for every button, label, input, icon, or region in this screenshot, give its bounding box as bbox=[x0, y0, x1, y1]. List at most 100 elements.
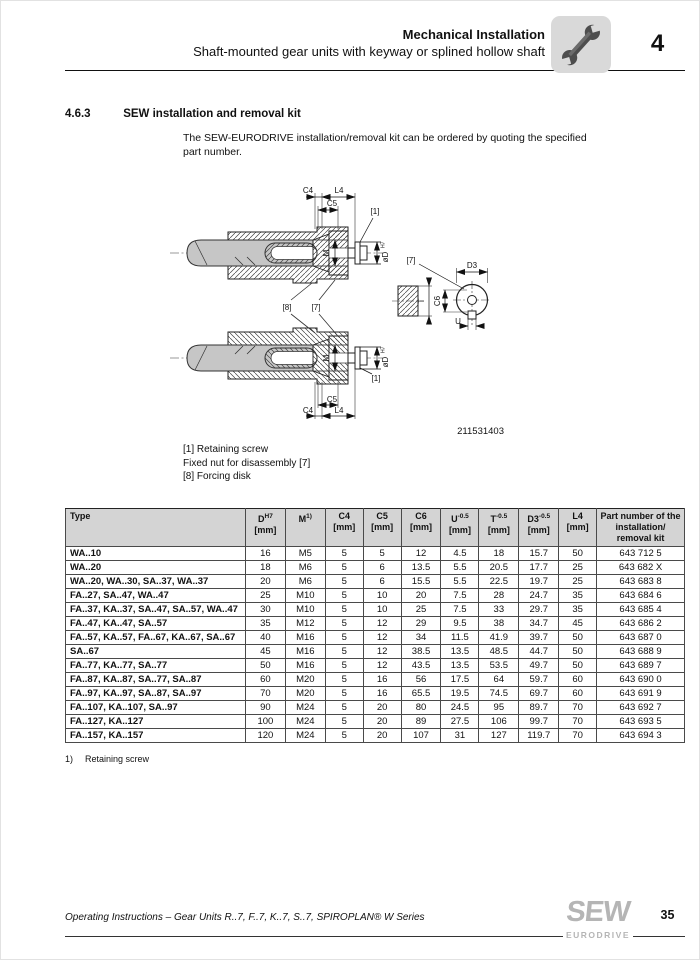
value-cell: 10 bbox=[362, 588, 402, 603]
dim-label-t: T bbox=[417, 298, 426, 303]
value-cell: 16 bbox=[362, 672, 402, 687]
dim-label-diaD: øD bbox=[381, 251, 390, 262]
type-cell: FA..37, KA..37, SA..47, SA..57, WA..47 bbox=[65, 602, 246, 617]
dim-label-c4: C4 bbox=[303, 406, 314, 415]
value-cell: 45 bbox=[244, 644, 286, 659]
value-cell: M10 bbox=[284, 588, 326, 603]
value-cell: 643 712 5 bbox=[596, 546, 685, 561]
value-cell: 643 688 9 bbox=[596, 644, 685, 659]
logo-wordmark: SEW bbox=[564, 896, 632, 928]
value-cell: 25 bbox=[244, 588, 286, 603]
value-cell: 13.5 bbox=[440, 644, 480, 659]
dim-label-m: M bbox=[322, 249, 331, 256]
value-cell: 39.7 bbox=[518, 630, 560, 645]
value-cell: 643 684 6 bbox=[596, 588, 685, 603]
type-cell: FA..47, KA..47, SA..57 bbox=[65, 616, 246, 631]
type-cell: WA..20, WA..30, SA..37, WA..37 bbox=[65, 574, 246, 589]
type-cell: FA..97, KA..97, SA..87, SA..97 bbox=[65, 686, 246, 701]
col-header-d3: D3-0.5[mm] bbox=[518, 508, 560, 547]
technical-drawing: C4 L4 C5 [1] M øD H7 bbox=[169, 186, 491, 419]
section-number: 4.6.3 bbox=[65, 108, 91, 120]
dim-label-l4: L4 bbox=[335, 406, 344, 415]
dim-label-c6: C6 bbox=[433, 295, 442, 306]
value-cell: 60 bbox=[558, 672, 598, 687]
value-cell: 48.5 bbox=[478, 644, 520, 659]
value-cell: 5 bbox=[324, 700, 364, 715]
ref-label-1: [1] bbox=[372, 374, 381, 383]
ref-label-1: [1] bbox=[371, 207, 380, 216]
value-cell: 33 bbox=[478, 602, 520, 617]
value-cell: 65.5 bbox=[400, 686, 442, 701]
value-cell: 34 bbox=[400, 630, 442, 645]
col-header-l4: L4[mm] bbox=[558, 508, 598, 547]
col-header-m: M1) bbox=[284, 508, 326, 547]
value-cell: 50 bbox=[558, 546, 598, 561]
value-cell: 643 692 7 bbox=[596, 700, 685, 715]
footer-rule bbox=[65, 936, 685, 937]
value-cell: M16 bbox=[284, 658, 326, 673]
value-cell: 30 bbox=[244, 602, 286, 617]
value-cell: 20 bbox=[362, 728, 402, 743]
value-cell: 34.7 bbox=[518, 616, 560, 631]
col-header-type: Type bbox=[65, 508, 246, 547]
value-cell: 70 bbox=[558, 728, 598, 743]
dim-label-c5: C5 bbox=[327, 199, 338, 208]
type-cell: WA..20 bbox=[65, 560, 246, 575]
value-cell: 60 bbox=[558, 686, 598, 701]
value-cell: 5 bbox=[324, 560, 364, 575]
value-cell: 643 683 8 bbox=[596, 574, 685, 589]
value-cell: 50 bbox=[244, 658, 286, 673]
value-cell: M24 bbox=[284, 714, 326, 729]
value-cell: 119.7 bbox=[518, 728, 560, 743]
value-cell: 80 bbox=[400, 700, 442, 715]
value-cell: M24 bbox=[284, 700, 326, 715]
col-header-t: T-0.5[mm] bbox=[478, 508, 520, 547]
value-cell: 5 bbox=[324, 714, 364, 729]
value-cell: 20 bbox=[362, 714, 402, 729]
value-cell: 29.7 bbox=[518, 602, 560, 617]
value-cell: 5 bbox=[324, 728, 364, 743]
value-cell: 24.7 bbox=[518, 588, 560, 603]
value-cell: 15.7 bbox=[518, 546, 560, 561]
value-cell: 89.7 bbox=[518, 700, 560, 715]
value-cell: 25 bbox=[558, 560, 598, 575]
value-cell: 19.7 bbox=[518, 574, 560, 589]
value-cell: 7.5 bbox=[440, 602, 480, 617]
value-cell: 60 bbox=[244, 672, 286, 687]
table-footnote: 1)Retaining screw bbox=[65, 754, 149, 764]
type-cell: FA..77, KA..77, SA..77 bbox=[65, 658, 246, 673]
value-cell: 19.5 bbox=[440, 686, 480, 701]
value-cell: M6 bbox=[284, 560, 326, 575]
dim-label-diaD-sup: H7 bbox=[381, 241, 387, 248]
value-cell: 18 bbox=[478, 546, 520, 561]
col-header-c5: C5[mm] bbox=[362, 508, 402, 547]
value-cell: 90 bbox=[244, 700, 286, 715]
type-cell: FA..157, KA..157 bbox=[65, 728, 246, 743]
value-cell: 64 bbox=[478, 672, 520, 687]
value-cell: 15.5 bbox=[400, 574, 442, 589]
value-cell: 106 bbox=[478, 714, 520, 729]
value-cell: 50 bbox=[558, 658, 598, 673]
value-cell: M20 bbox=[284, 672, 326, 687]
value-cell: 49.7 bbox=[518, 658, 560, 673]
value-cell: 643 693 5 bbox=[596, 714, 685, 729]
value-cell: 5.5 bbox=[440, 560, 480, 575]
value-cell: 5 bbox=[324, 588, 364, 603]
dim-label-c5: C5 bbox=[327, 395, 338, 404]
value-cell: 5 bbox=[324, 546, 364, 561]
header-text: Mechanical Installation Shaft-mounted ge… bbox=[65, 26, 545, 60]
value-cell: 25 bbox=[558, 574, 598, 589]
value-cell: 5 bbox=[362, 546, 402, 561]
value-cell: M24 bbox=[284, 728, 326, 743]
figure-number: 211531403 bbox=[457, 426, 504, 437]
ref-label-8: [8] bbox=[283, 303, 292, 312]
value-cell: 38 bbox=[478, 616, 520, 631]
type-cell: FA..87, KA..87, SA..77, SA..87 bbox=[65, 672, 246, 687]
